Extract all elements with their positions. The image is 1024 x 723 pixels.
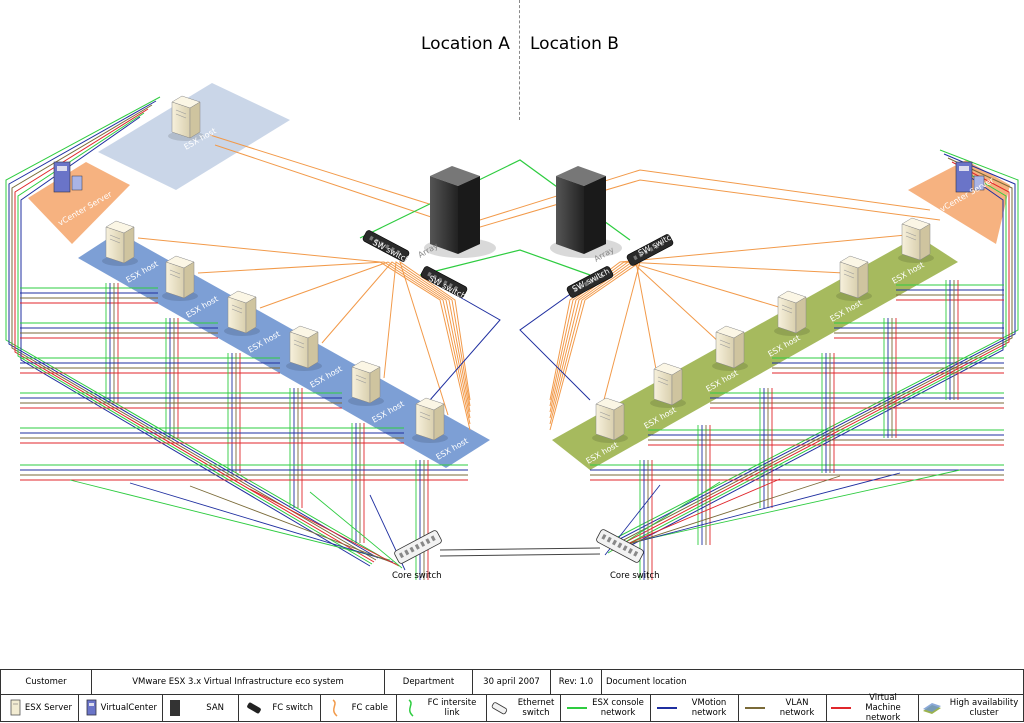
- esx-host-b-3: [712, 325, 748, 371]
- vmotion-line-swatch: [657, 707, 677, 709]
- vcenter-pad-a: [28, 162, 130, 244]
- console-line-swatch: [567, 707, 587, 709]
- fc-a-2: [259, 261, 471, 419]
- feed-a-0: [69, 479, 391, 561]
- network-cables: [5, 96, 1019, 580]
- vcenter-pad-b: [908, 160, 1010, 244]
- storage-array-b: [550, 166, 622, 258]
- legend-esx-server: ESX Server: [1, 695, 79, 721]
- bundle-left-2: [11, 104, 377, 561]
- legend-vmotion-network: VMotion network: [651, 695, 739, 721]
- fc-a-3: [321, 261, 471, 413]
- virtualcenter-icon: [86, 699, 97, 716]
- vm-link-b: [519, 279, 591, 401]
- legend-ethernet-switch: Ethernet switch: [487, 695, 561, 721]
- legend-vm-network: Virtual Machine network: [827, 693, 919, 723]
- esx-host-b-4: [774, 290, 810, 336]
- feed-b-2: [613, 475, 841, 550]
- fc-cable-icon: [332, 699, 338, 717]
- fc-switch-b2: [566, 266, 614, 298]
- feed-b-1: [616, 472, 901, 548]
- device-layer: [53, 95, 985, 564]
- bundle-left-0: [5, 96, 381, 557]
- fc-a-0: [137, 237, 471, 431]
- storage-array-a: [424, 166, 496, 258]
- document-location-cell: Document location: [606, 677, 687, 687]
- fc-switch-b1: [626, 234, 674, 266]
- esx-host-b-2: [650, 362, 686, 408]
- esx-host-b-1: [592, 397, 628, 443]
- legend-fc-intersite-link: FC intersite link: [397, 695, 487, 721]
- core-switch-label-a: Core switch: [392, 571, 442, 581]
- customer-cell: Customer: [1, 670, 92, 694]
- fc-a-4: [383, 261, 471, 407]
- core-switch-a: [394, 530, 442, 564]
- feed-a-1: [129, 482, 394, 563]
- esx-host-a-1: [102, 220, 138, 266]
- fc-b-2: [549, 261, 721, 419]
- feed-a-3: [249, 488, 400, 567]
- fc-intersite-link-icon: [408, 699, 414, 717]
- ethernet-switch-icon: [491, 702, 508, 715]
- core-interlink-2: [439, 553, 601, 557]
- legend-fc-cable: FC cable: [321, 695, 397, 721]
- title-block-info-row: Customer VMware ESX 3.x Virtual Infrastr…: [1, 670, 1023, 695]
- bundle-left-3: [14, 108, 375, 563]
- esx-host-a-5: [348, 360, 384, 406]
- fc-a-1: [197, 261, 471, 425]
- fc-switch-icon: [247, 702, 261, 714]
- fc-switch-a1: [362, 230, 410, 262]
- core-switch-b: [596, 529, 644, 563]
- vm-line-swatch: [831, 707, 851, 709]
- esx-host-top-a: [168, 95, 204, 141]
- legend-vlan-network: VLAN network: [739, 695, 827, 721]
- fc-top-2: [214, 144, 941, 231]
- revision-cell: Rev: 1.0: [551, 670, 602, 694]
- legend-fc-switch: FC switch: [239, 695, 321, 721]
- feed-a-2: [189, 485, 397, 565]
- fc-b-1: [549, 261, 659, 425]
- bundle-right-2: [615, 157, 1013, 545]
- core-interlink: [439, 547, 601, 551]
- bundle-left-5: [20, 116, 371, 567]
- fc-intersite-2: [419, 249, 591, 276]
- date-cell: 30 april 2007: [473, 670, 551, 694]
- location-b-title: Location B: [530, 34, 619, 54]
- esx-server-icon: [10, 699, 21, 716]
- vcenter-server-a: [53, 161, 83, 193]
- fc-b-0: [549, 260, 641, 431]
- fc-a-5: [399, 260, 471, 416]
- feed-b-0: [619, 469, 961, 546]
- bundle-right-1: [613, 153, 1016, 543]
- vlan-line-swatch: [745, 707, 765, 709]
- esx-host-a-2: [162, 255, 198, 301]
- legend-row: ESX Server VirtualCenter SAN FC switch F…: [1, 693, 1023, 723]
- legend-virtualcenter: VirtualCenter: [79, 695, 163, 721]
- bundle-left-1: [8, 100, 379, 559]
- document-title-cell: VMware ESX 3.x Virtual Infrastructure ec…: [92, 670, 385, 694]
- title-block: Customer VMware ESX 3.x Virtual Infrastr…: [0, 669, 1024, 723]
- fc-switch-a2: [420, 266, 468, 298]
- esx-host-a-6: [412, 397, 448, 443]
- esx-host-a-3: [224, 290, 260, 336]
- esx-host-b-5: [836, 255, 872, 301]
- esx-host-b-6: [898, 217, 934, 263]
- vcenter-server-b: [955, 161, 985, 193]
- san-icon: [170, 700, 180, 716]
- host-pad-a: [98, 83, 290, 190]
- feed-a-4: [309, 491, 403, 569]
- bundle-left-4: [17, 112, 373, 565]
- legend-ha-cluster: High availability cluster: [919, 695, 1023, 721]
- legend-san: SAN: [163, 695, 239, 721]
- location-a-title: Location A: [421, 34, 510, 54]
- core-switch-label-b: Core switch: [610, 571, 660, 581]
- department-cell: Department: [385, 670, 473, 694]
- bundle-right-4: [619, 165, 1007, 549]
- site-divider: [519, 0, 520, 120]
- feed-b-3: [610, 478, 781, 552]
- ha-cluster-icon: [923, 703, 941, 714]
- esx-host-a-4: [286, 325, 322, 371]
- legend-esx-console-network: ESX console network: [561, 695, 651, 721]
